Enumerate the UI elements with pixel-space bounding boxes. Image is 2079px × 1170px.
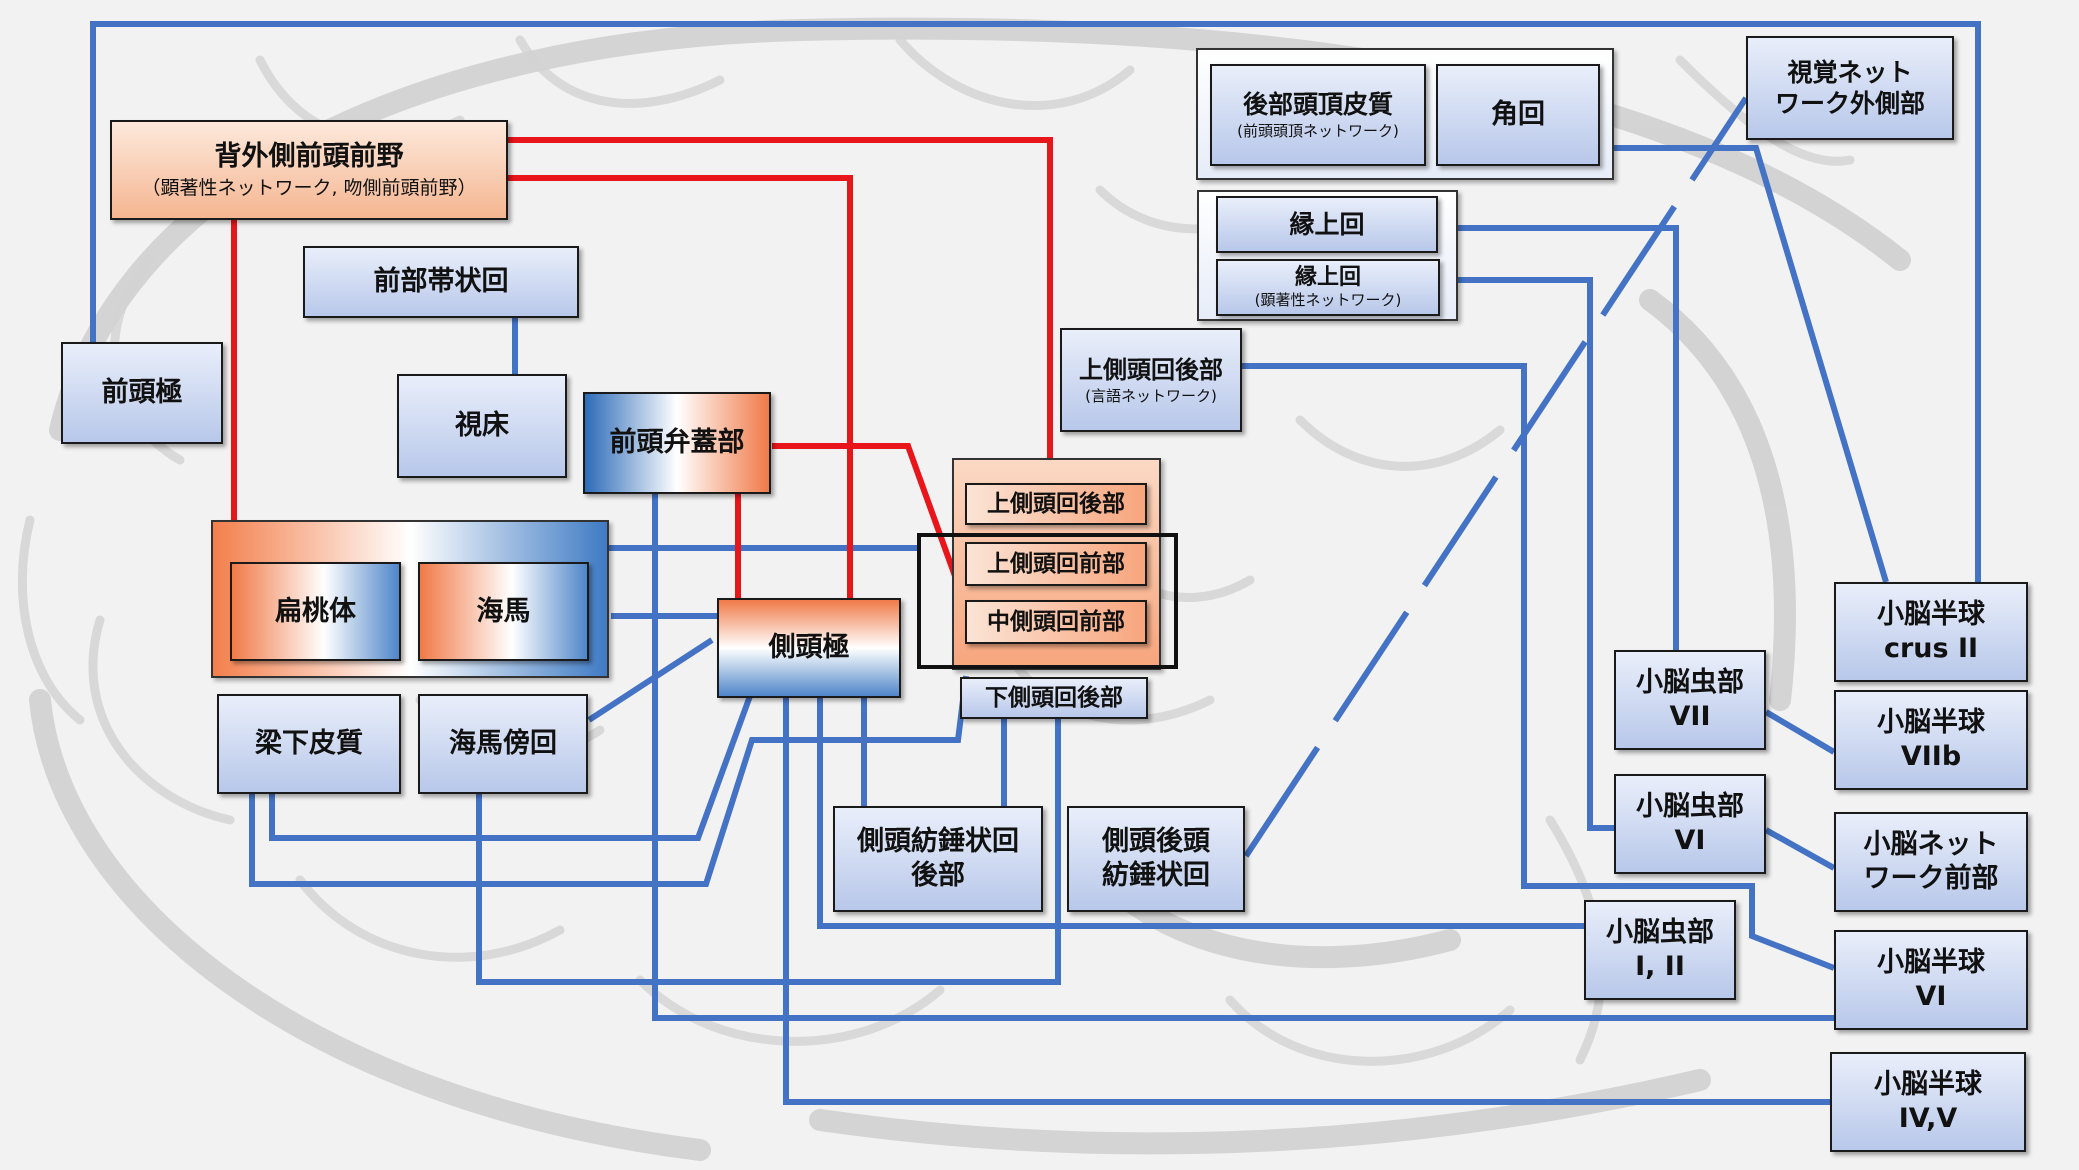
- node-dlpfc[interactable]: 背外側前頭前野 （顕著性ネットワーク, 吻側前頭前野）: [110, 120, 508, 220]
- node-label: 視床: [455, 410, 509, 442]
- node-acc[interactable]: 前部帯状回: [303, 246, 579, 318]
- node-hemisphere-crus2[interactable]: 小脳半球 crus II: [1834, 582, 2028, 682]
- node-label: 扁桃体: [275, 595, 356, 627]
- node-label: 中側頭回前部: [987, 608, 1125, 635]
- node-hemisphere-iv-v[interactable]: 小脳半球 IV,V: [1830, 1052, 2026, 1152]
- node-posterior-parietal[interactable]: 後部頭頂皮質 (前頭頭頂ネットワーク): [1210, 64, 1426, 166]
- node-supramarginal[interactable]: 縁上回: [1216, 196, 1438, 253]
- link-subcallosal-tp: [269, 694, 753, 841]
- node-amygdala[interactable]: 扁桃体: [230, 562, 401, 661]
- node-hippocampus[interactable]: 海馬: [418, 562, 589, 661]
- link-toFusiform-visual: [1243, 96, 1749, 858]
- node-mtg-anterior[interactable]: 中側頭回前部: [965, 600, 1147, 644]
- node-vermis-vi[interactable]: 小脳虫部 VI: [1614, 774, 1766, 874]
- node-cerebellar-anterior[interactable]: 小脳ネット ワーク前部: [1834, 812, 2028, 912]
- link-dlpfc-stgpost: [508, 137, 1053, 458]
- link-sm1-vermis7: [1438, 225, 1679, 650]
- node-label: 小脳半球 VIIb: [1877, 707, 1985, 772]
- link-vermis6-cerebant: [1764, 827, 1836, 871]
- link-tp-vermis12: [817, 698, 1584, 929]
- link-tp-hemi45: [783, 698, 1834, 1105]
- link-parahippo-itg: [476, 719, 1061, 985]
- node-fusiform-posterior[interactable]: 側頭紡錘状回 後部: [833, 806, 1043, 912]
- link-vermis7-hemi7b: [1764, 709, 1836, 755]
- link-parahippo-tp: [587, 637, 714, 723]
- node-label: 側頭紡錘状回 後部: [857, 826, 1019, 891]
- node-label: 背外側前頭前野: [214, 140, 404, 172]
- node-label: 側頭後頭 紡錘状回: [1102, 826, 1210, 891]
- node-label: 上側頭回後部: [987, 490, 1125, 517]
- node-label: 小脳半球 IV,V: [1874, 1069, 1982, 1134]
- node-thalamus[interactable]: 視床: [397, 374, 567, 478]
- node-label: 海馬傍回: [449, 728, 557, 760]
- node-itg-posterior[interactable]: 下側頭回後部: [960, 677, 1148, 719]
- node-label: 視覚ネット ワーク外側部: [1774, 57, 1925, 118]
- link-operculum-hemi6: [652, 494, 1834, 1021]
- node-sublabel: (前頭頭頂ネットワーク): [1237, 122, 1399, 141]
- node-frontal-operculum[interactable]: 前頭弁蓋部: [583, 392, 771, 494]
- link-sm2-vermis6: [1440, 277, 1614, 831]
- node-sublabel: (言語ネットワーク): [1085, 386, 1217, 405]
- node-sublabel: (顕著性ネットワーク): [1254, 291, 1402, 310]
- link-operculum-mtg: [772, 443, 971, 614]
- link-ppc-crus2: [1612, 145, 1889, 583]
- node-label: 小脳ネット ワーク前部: [1863, 829, 1999, 894]
- node-visual-lateral[interactable]: 視覚ネット ワーク外側部: [1746, 36, 1954, 140]
- node-supramarginal-salience[interactable]: 縁上回 (顕著性ネットワーク): [1216, 259, 1440, 316]
- node-sublabel: （顕著性ネットワーク, 吻側前頭前野）: [141, 176, 477, 199]
- node-stg-posterior-language[interactable]: 上側頭回後部 (言語ネットワーク): [1060, 328, 1242, 432]
- node-stg-anterior[interactable]: 上側頭回前部: [965, 542, 1147, 586]
- blue-connections: [90, 21, 1981, 1105]
- link-frontalpole-crus2: [90, 21, 1981, 582]
- node-temporooccipital-fusiform[interactable]: 側頭後頭 紡錘状回: [1067, 806, 1245, 912]
- node-subcallosal[interactable]: 梁下皮質: [217, 694, 401, 794]
- node-vermis-vii[interactable]: 小脳虫部 VII: [1614, 650, 1766, 750]
- link-dlpfc-tp: [508, 175, 853, 600]
- node-label: 下側頭回後部: [985, 684, 1123, 711]
- node-label: 小脳半球 VI: [1877, 947, 1985, 1012]
- link-hippo-stga: [588, 545, 918, 563]
- node-label: 前頭極: [101, 377, 183, 409]
- node-frontal-pole[interactable]: 前頭極: [61, 342, 223, 444]
- link-stglang-hemi6: [1242, 363, 1836, 971]
- node-label: 小脳虫部 VI: [1636, 791, 1744, 856]
- node-vermis-i-ii[interactable]: 小脳虫部 I, II: [1584, 900, 1736, 1000]
- node-angular-gyrus[interactable]: 角回: [1436, 64, 1600, 166]
- node-label: 後部頭頂皮質: [1242, 90, 1393, 119]
- node-label: 海馬: [476, 595, 531, 627]
- node-parahippocampal[interactable]: 海馬傍回: [418, 694, 588, 794]
- node-label: 前部帯状回: [373, 266, 509, 298]
- node-label: 小脳虫部 I, II: [1606, 917, 1714, 982]
- node-stg-posterior[interactable]: 上側頭回後部: [965, 483, 1147, 525]
- temporal-highlight-frame: [917, 533, 1178, 669]
- node-label: 小脳虫部 VII: [1636, 667, 1744, 732]
- node-label: 縁上回: [1294, 265, 1361, 291]
- node-label: 側頭極: [768, 632, 850, 664]
- node-hemisphere-viib[interactable]: 小脳半球 VIIb: [1834, 690, 2028, 790]
- red-connections: [231, 137, 1053, 614]
- node-label: 前頭弁蓋部: [609, 427, 745, 459]
- link-subcallosal-stga: [249, 675, 969, 887]
- node-label: 梁下皮質: [255, 728, 363, 760]
- node-label: 縁上回: [1289, 209, 1365, 239]
- node-hemisphere-vi[interactable]: 小脳半球 VI: [1834, 930, 2028, 1030]
- node-temporal-pole[interactable]: 側頭極: [717, 598, 901, 698]
- node-label: 角回: [1491, 99, 1545, 131]
- node-label: 小脳半球 crus II: [1877, 599, 1985, 664]
- node-label: 上側頭回前部: [987, 550, 1125, 577]
- node-label: 上側頭回後部: [1079, 355, 1223, 384]
